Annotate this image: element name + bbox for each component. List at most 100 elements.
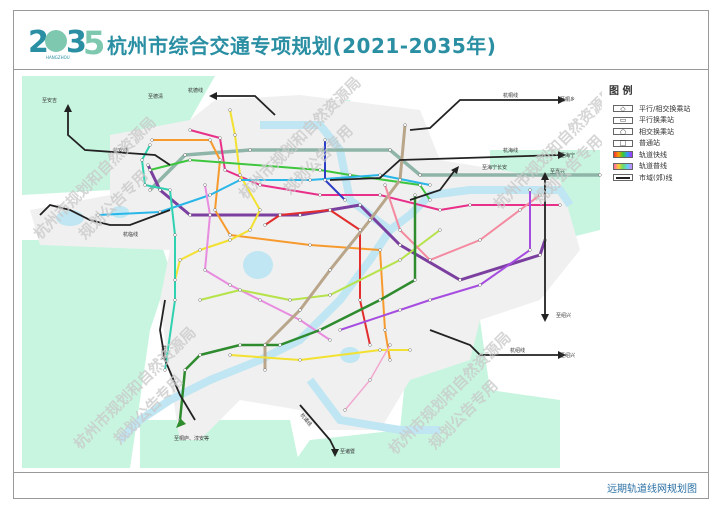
station-marker [343, 408, 347, 412]
station-marker [146, 163, 150, 167]
station-marker [318, 328, 322, 332]
station-marker [96, 213, 100, 217]
station-marker [358, 298, 362, 302]
legend-item: ◇平行/相交换乘站 [613, 103, 707, 115]
arrows [64, 92, 566, 457]
station-marker [368, 218, 372, 222]
station-marker [368, 343, 372, 347]
parallel-interchange-icon: ▭ [613, 116, 633, 124]
station-marker [468, 203, 472, 207]
label-to-shaoxing-2: 至绍兴 [560, 352, 575, 359]
station-marker [173, 298, 177, 302]
station-marker [148, 168, 152, 172]
station-marker [188, 213, 192, 217]
legend-item: ○相交换乘站 [613, 126, 707, 138]
station-marker [223, 168, 227, 172]
label-hangtong: 杭桐线 [503, 92, 518, 99]
station-marker [418, 183, 422, 187]
rail-network-map: 至安吉 至德清 杭德线 杭安线 杭临线 杭桐线 至桐乡 杭海线 至海宁 至海宁长… [22, 76, 602, 468]
legend-item: ▭平行换乘站 [613, 115, 707, 127]
station-marker [228, 238, 232, 242]
station-marker [163, 368, 167, 372]
station-marker [388, 148, 392, 152]
station-marker [298, 318, 302, 322]
metro-line-15 [229, 349, 410, 361]
legend-title: 图 例 [609, 86, 633, 97]
station-marker [398, 258, 402, 262]
stations [96, 108, 602, 422]
station-marker [278, 213, 282, 217]
station-marker [183, 153, 187, 157]
station-marker [208, 213, 212, 217]
map-frame [13, 10, 709, 499]
label-to-anji: 至安吉 [42, 97, 57, 104]
title-bar [13, 10, 709, 70]
footer: 远期轨道线网规划图 [13, 472, 709, 499]
station-marker [458, 278, 462, 282]
map-caption: 远期轨道线网规划图 [607, 484, 697, 495]
station-marker [263, 343, 267, 347]
metro-line-1 [148, 148, 600, 192]
station-marker [378, 298, 382, 302]
station-marker [378, 193, 382, 197]
station-marker [478, 238, 482, 242]
station-marker [538, 193, 542, 197]
svg-text:5: 5 [83, 24, 103, 60]
station-marker [438, 228, 442, 232]
metro-line-8 [264, 209, 371, 346]
station-marker [148, 188, 152, 192]
station-marker [158, 188, 162, 192]
station-marker [150, 138, 154, 142]
station-marker [323, 178, 327, 182]
page-title: 杭州市综合交通专项规划(2021-2035年) [107, 34, 497, 58]
station-marker [288, 298, 292, 302]
station-marker [140, 158, 144, 162]
label-hangan: 杭安线 [113, 147, 128, 154]
station-marker [428, 298, 432, 302]
station-marker [308, 178, 312, 182]
station-marker [413, 278, 417, 282]
station-marker [558, 203, 562, 207]
legend-item: 市域(郊)线 [613, 172, 707, 184]
label-to-tonglu: 至桐庐、淳安等 [174, 435, 209, 442]
station-marker [378, 248, 382, 252]
station-marker [173, 278, 177, 282]
station-marker [258, 208, 262, 212]
station-marker [428, 183, 432, 187]
metro-line-13 [384, 184, 541, 261]
station-marker [368, 378, 372, 382]
station-marker [328, 208, 332, 212]
station-marker [298, 308, 302, 312]
station-marker [308, 243, 312, 247]
station-marker [188, 128, 192, 132]
station-marker [208, 138, 212, 142]
station-marker [213, 208, 217, 212]
label-to-haining: 至海宁 [560, 152, 575, 159]
station-marker [383, 328, 387, 332]
station-marker [203, 183, 207, 187]
station-marker [328, 338, 332, 342]
station-marker [318, 168, 322, 172]
station-marker [218, 136, 222, 140]
station-marker [173, 233, 177, 237]
parallel-cross-interchange-icon: ◇ [613, 105, 633, 113]
label-to-haining-changan: 至海宁长安 [482, 164, 507, 171]
station-marker [413, 193, 417, 197]
station-marker [198, 298, 202, 302]
station-marker [428, 258, 432, 262]
station-marker [343, 198, 347, 202]
label-to-jiaxing: 至嘉兴 [550, 168, 565, 175]
svg-text:3: 3 [66, 25, 87, 60]
corridor-labels: 至安吉 至德清 杭德线 杭安线 杭临线 杭桐线 至桐乡 杭海线 至海宁 至海宁长… [42, 87, 575, 455]
station-marker [598, 173, 602, 177]
station-marker [528, 188, 532, 192]
station-marker [358, 228, 362, 232]
station-marker [398, 243, 402, 247]
label-hangfu: 杭富线 [160, 345, 167, 360]
station-marker [238, 173, 242, 177]
station-marker [178, 258, 182, 262]
station-marker [538, 253, 542, 257]
label-to-deqing: 至德清 [148, 93, 163, 100]
station-marker [248, 228, 252, 232]
station-marker [378, 173, 382, 177]
